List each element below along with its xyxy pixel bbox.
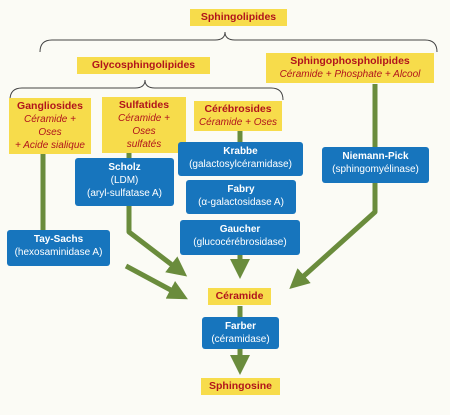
box-niemann-pick: Niemann-Pick (sphingomyélinase) xyxy=(322,147,429,183)
glycosphingolipides-title: Glycosphingolipides xyxy=(91,59,196,71)
arrow-niemannpick-to-ceramide xyxy=(289,183,378,290)
box-fabry: Fabry (α-galactosidase A) xyxy=(186,180,296,214)
sphingosine-title: Sphingosine xyxy=(209,380,272,392)
label-sphingophospholipides: Sphingophospholipides Céramide + Phospha… xyxy=(266,53,434,83)
sulfatides-composition-1: Céramide + Oses xyxy=(118,113,170,137)
arrow-taysachs-to-ceramide xyxy=(124,263,188,300)
cerebrosides-composition: Céramide + Oses xyxy=(198,117,278,128)
label-sphingosine: Sphingosine xyxy=(201,378,280,395)
label-sphingolipides: Sphingolipides xyxy=(190,9,287,26)
cerebrosides-title: Cérébrosides xyxy=(204,103,272,115)
box-scholz: Scholz (LDM) (aryl-sulfatase A) xyxy=(75,158,174,206)
label-glycosphingolipides: Glycosphingolipides xyxy=(77,57,210,74)
niemann-pick-name: Niemann-Pick xyxy=(342,151,409,162)
farber-name: Farber xyxy=(224,321,257,332)
label-sulfatides: Sulfatides Céramide + Oses sulfatés xyxy=(102,97,186,153)
sphingophospholipides-title: Sphingophospholipides xyxy=(290,55,410,67)
arrow-scholz-to-ceramide xyxy=(126,206,188,277)
tay-sachs-name: Tay-Sachs xyxy=(33,234,84,245)
box-tay-sachs: Tay-Sachs (hexosaminidase A) xyxy=(7,230,110,266)
brace-glycosphingolipides xyxy=(9,79,284,101)
tay-sachs-enzyme: (hexosaminidase A) xyxy=(14,247,103,258)
niemann-pick-enzyme: (sphingomyélinase) xyxy=(332,164,419,175)
gangliosides-composition-2: + Acide sialique xyxy=(15,140,85,151)
gangliosides-composition-1: Céramide + Oses xyxy=(24,114,76,138)
krabbe-enzyme: (galactosylcéramidase) xyxy=(189,159,292,170)
fabry-enzyme: (α-galactosidase A) xyxy=(198,197,284,208)
ceramide-title: Céramide xyxy=(215,290,264,302)
fabry-name: Fabry xyxy=(227,184,255,195)
farber-enzyme: (céramidase) xyxy=(211,334,270,345)
brace-sphingolipides xyxy=(39,31,438,53)
scholz-name: Scholz xyxy=(108,162,141,173)
krabbe-name: Krabbe xyxy=(223,146,258,157)
sphingolipides-title: Sphingolipides xyxy=(200,11,277,23)
sulfatides-title: Sulfatides xyxy=(118,99,170,111)
scholz-detail: (LDM) xyxy=(110,175,139,186)
scholz-enzyme: (aryl-sulfatase A) xyxy=(86,188,163,199)
gangliosides-title: Gangliosides xyxy=(17,100,83,112)
label-gangliosides: Gangliosides Céramide + Oses + Acide sia… xyxy=(9,98,91,154)
label-cerebrosides: Cérébrosides Céramide + Oses xyxy=(194,101,282,131)
sulfatides-composition-2: sulfatés xyxy=(126,139,162,150)
box-krabbe: Krabbe (galactosylcéramidase) xyxy=(178,142,303,176)
gaucher-enzyme: (glucocérébrosidase) xyxy=(193,237,287,248)
box-gaucher: Gaucher (glucocérébrosidase) xyxy=(180,220,300,255)
sphingophospholipides-composition: Céramide + Phosphate + Alcool xyxy=(279,69,421,80)
box-farber: Farber (céramidase) xyxy=(202,317,279,349)
label-ceramide: Céramide xyxy=(208,288,271,305)
gaucher-name: Gaucher xyxy=(219,224,261,235)
